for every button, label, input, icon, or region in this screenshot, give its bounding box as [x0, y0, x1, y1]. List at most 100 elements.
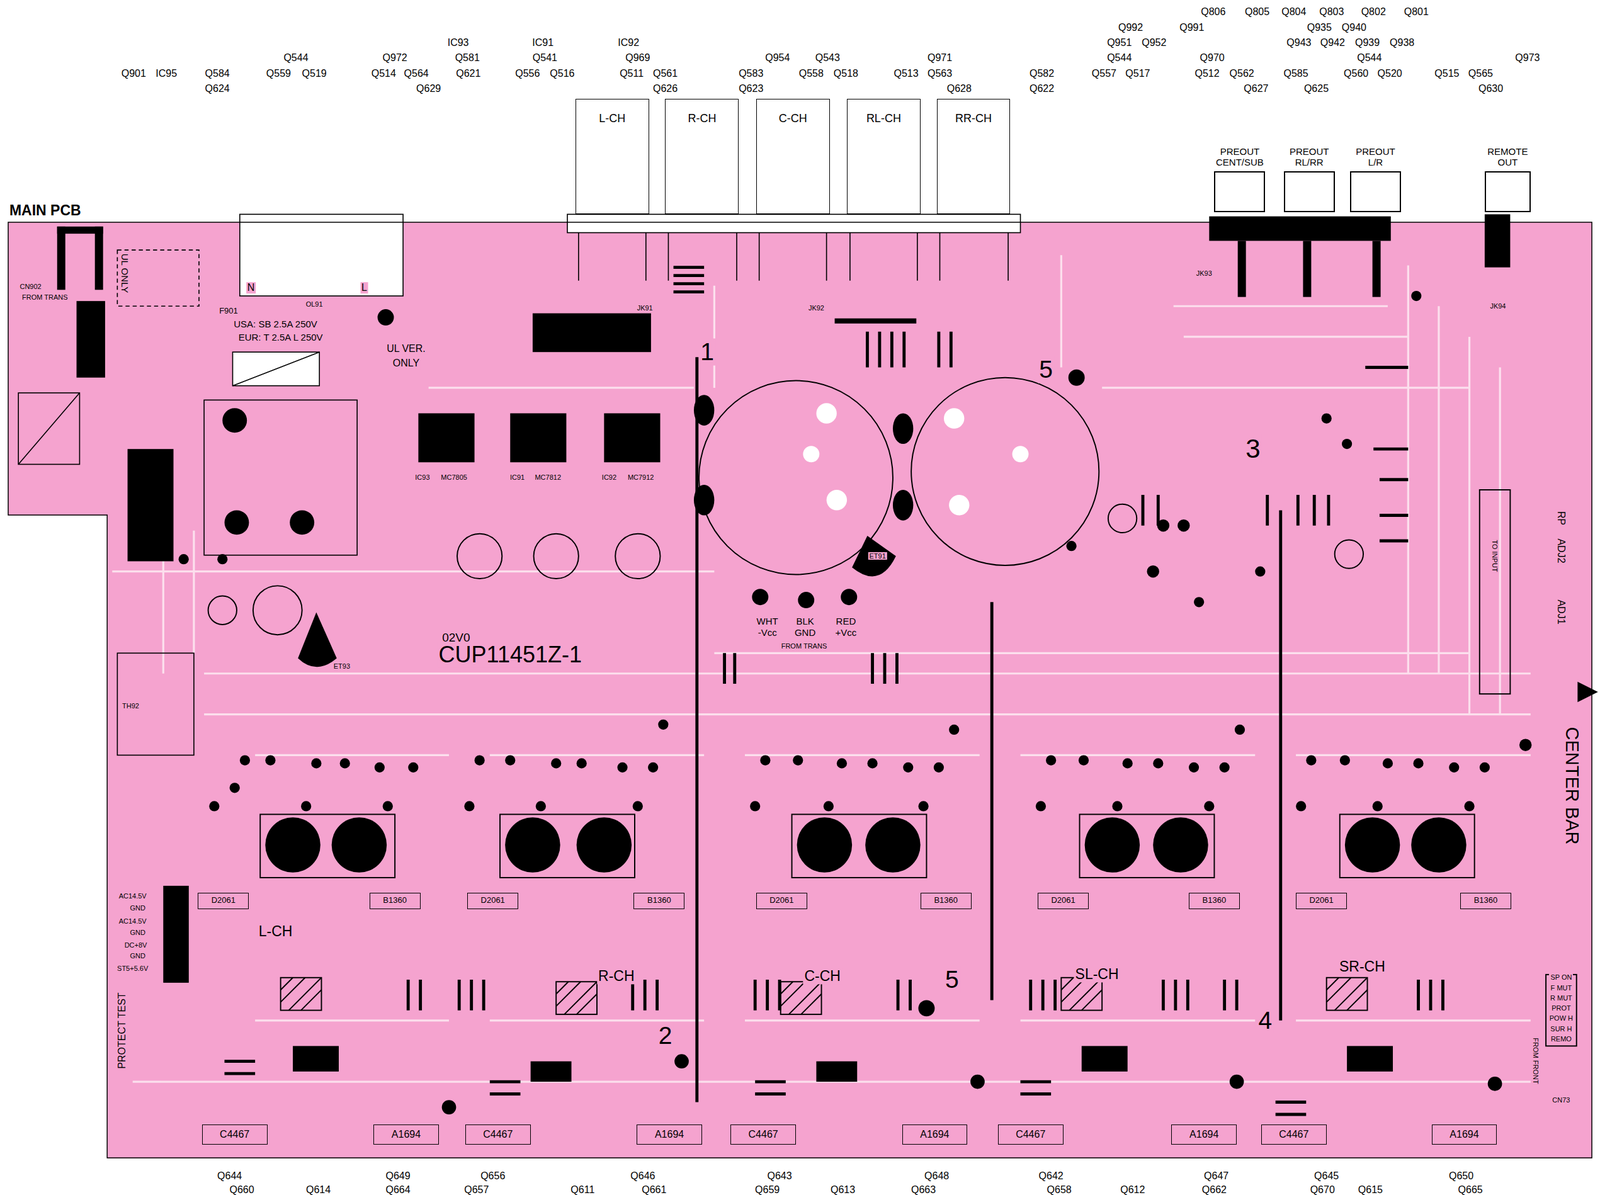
- part-label: A1694: [1189, 1129, 1219, 1141]
- part-reference: Q614: [306, 1184, 331, 1195]
- part-reference: Q939: [1355, 37, 1380, 49]
- part-reference: Q805: [1244, 6, 1270, 19]
- pcb-board: MAIN PCBC4467A1694C4467A1694C4467A1694C4…: [8, 222, 1592, 1158]
- board-marking: AC14.5V: [117, 892, 148, 900]
- board-marking: MC7812: [533, 473, 563, 482]
- board-marking: JK91: [635, 304, 655, 312]
- board-marking: ONLY: [391, 357, 421, 369]
- part-reference: Q649: [385, 1171, 410, 1183]
- board-marking: 1: [698, 338, 716, 366]
- board-marking: GND: [793, 627, 817, 638]
- power-transistor: C4467: [202, 1124, 268, 1145]
- board-marking: R MUT: [1548, 994, 1574, 1002]
- board-marking: RP: [1555, 510, 1568, 527]
- part-reference: Q650: [1448, 1171, 1474, 1183]
- part-reference: Q646: [630, 1171, 655, 1183]
- part-reference: Q662: [1202, 1184, 1227, 1195]
- part-reference: Q625: [1304, 83, 1329, 95]
- board-marking: JK92: [807, 304, 826, 312]
- part-reference: Q563: [927, 68, 953, 80]
- part-reference: Q628: [947, 83, 972, 95]
- part-reference: Q970: [1200, 52, 1225, 65]
- part-reference: Q511: [619, 68, 644, 80]
- part-reference: Q520: [1377, 68, 1403, 80]
- board-marking: FROM TRANS: [780, 642, 829, 650]
- part-reference: Q581: [455, 52, 480, 65]
- part-reference: Q940: [1341, 22, 1367, 34]
- part-reference: Q584: [205, 68, 230, 80]
- part-reference: Q630: [1478, 83, 1504, 95]
- part-reference: Q901: [121, 68, 147, 80]
- part-label: B1360: [382, 896, 407, 906]
- part-reference: Q541: [532, 52, 558, 65]
- part-reference: Q991: [1179, 22, 1204, 34]
- power-transistor: C4467: [1261, 1124, 1327, 1145]
- speaker-terminal: R-CH: [664, 98, 739, 215]
- board-marking: N: [246, 282, 257, 294]
- board-marking: SR-CH: [1338, 959, 1387, 976]
- part-reference: Q954: [765, 52, 790, 65]
- part-reference: Q642: [1038, 1171, 1064, 1183]
- board-marking: JK94: [1488, 302, 1507, 310]
- board-marking: F901: [217, 306, 240, 316]
- rca-jack: PREOUT L/R: [1350, 171, 1402, 213]
- part-label: C4467: [1278, 1129, 1309, 1141]
- part-reference: IC95: [155, 68, 177, 80]
- part-label: C4467: [748, 1129, 779, 1141]
- board-marking: BLK: [794, 616, 815, 628]
- part-reference: Q560: [1343, 68, 1369, 80]
- part-reference: Q629: [416, 83, 441, 95]
- power-transistor: A1694: [373, 1124, 439, 1145]
- part-reference: Q544: [283, 52, 308, 65]
- part-reference: Q663: [911, 1184, 936, 1195]
- part-label: D2061: [769, 896, 794, 906]
- rca-jack: REMOTE OUT: [1484, 171, 1531, 213]
- board-marking: IC92: [600, 473, 618, 482]
- part-label: D2061: [211, 896, 236, 906]
- board-marking: ADJ1: [1555, 598, 1568, 626]
- part-label: REMOTE OUT: [1481, 146, 1534, 169]
- part-label: C4467: [482, 1129, 513, 1141]
- part-reference: Q972: [382, 52, 408, 65]
- board-marking: MC7912: [626, 473, 656, 482]
- part-reference: Q664: [385, 1184, 410, 1195]
- part-reference: Q544: [1356, 52, 1382, 65]
- board-marking: L-CH: [257, 923, 295, 940]
- driver-transistor: B1360: [920, 892, 972, 910]
- board-marking: GND: [129, 904, 147, 912]
- part-label: PREOUT RL/RR: [1283, 146, 1335, 169]
- part-label: L-CH: [576, 112, 649, 126]
- board-marking: IC93: [413, 473, 431, 482]
- board-marking: +Vcc: [834, 627, 859, 638]
- board-marking: UL VER.: [385, 343, 427, 355]
- speaker-terminal: RL-CH: [846, 98, 921, 215]
- part-reference: Q659: [754, 1184, 780, 1195]
- part-reference: IC93: [447, 37, 470, 49]
- part-reference: Q656: [480, 1171, 505, 1183]
- board-marking: F MUT: [1549, 984, 1574, 992]
- board-marking: REMO: [1549, 1035, 1573, 1043]
- power-transistor: A1694: [1171, 1124, 1237, 1145]
- board-marking: DC+8V: [123, 941, 149, 949]
- board-marking: L: [360, 282, 369, 294]
- part-reference: Q544: [1106, 52, 1132, 65]
- driver-transistor: B1360: [369, 892, 421, 910]
- board-marking: SL-CH: [1074, 966, 1121, 983]
- part-reference: Q514: [371, 68, 397, 80]
- board-marking: 2: [657, 1021, 674, 1050]
- speaker-terminal: C-CH: [756, 98, 830, 215]
- board-outline: [8, 222, 1592, 1158]
- part-reference: Q585: [1283, 68, 1309, 80]
- board-marking: CN902: [18, 282, 43, 291]
- board-marking: FROM TRANS: [20, 293, 70, 301]
- board-marking: GND: [129, 928, 147, 937]
- part-reference: Q971: [927, 52, 953, 65]
- part-reference: Q559: [266, 68, 291, 80]
- part-reference: Q543: [815, 52, 840, 65]
- power-transistor: A1694: [902, 1124, 968, 1145]
- part-reference: Q613: [830, 1184, 856, 1195]
- board-marking: PROTECT TEST: [117, 991, 129, 1070]
- board-marking: ADJ2: [1555, 537, 1568, 565]
- part-reference: Q626: [652, 83, 678, 95]
- part-label: A1694: [391, 1129, 421, 1141]
